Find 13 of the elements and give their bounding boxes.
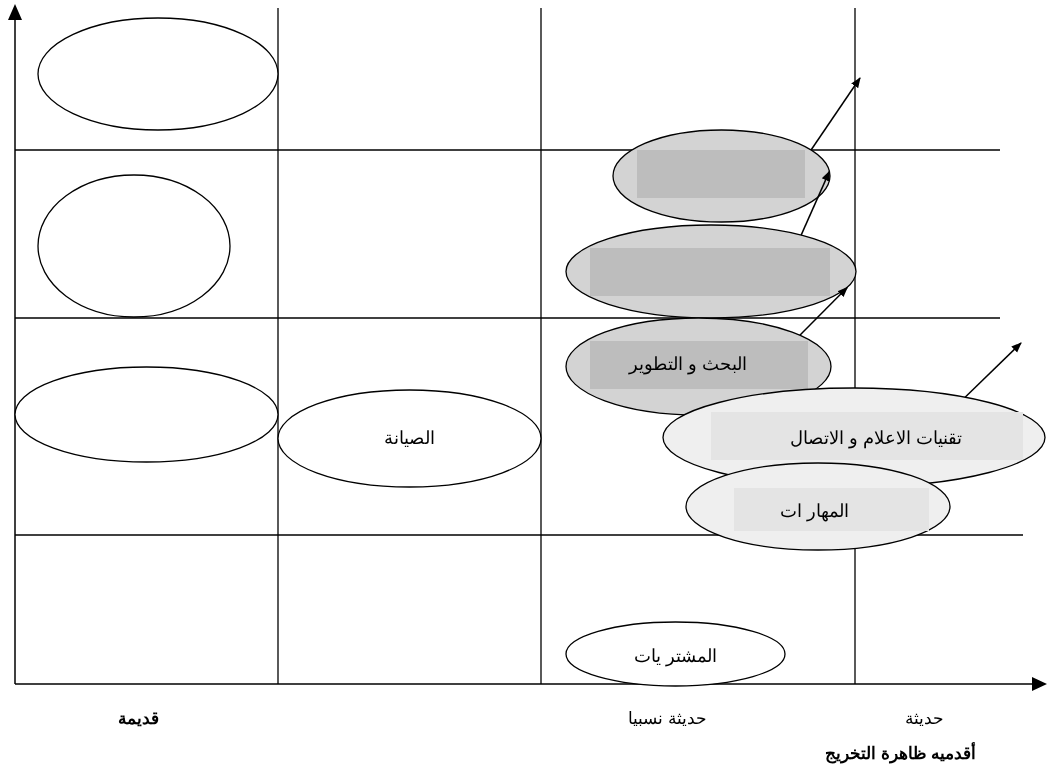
arrow	[964, 342, 1022, 398]
node-label: تقنيات الاعلام و الاتصال	[790, 427, 962, 449]
arrow	[810, 77, 861, 151]
axis-label: قديمة	[118, 708, 159, 729]
node-label: الصيانة	[383, 427, 435, 449]
axis-title: أقدميه ظاهرة التخريج	[825, 743, 977, 764]
axis-label: حديثة نسبيا	[628, 708, 707, 729]
arrow	[800, 170, 831, 236]
node-label: المشتر يات	[634, 645, 718, 667]
node-label: المهار ات	[780, 500, 850, 522]
axis-label: حديثة	[905, 708, 944, 729]
node-label: البحث و التطوير	[629, 353, 747, 375]
arrow	[799, 286, 848, 336]
